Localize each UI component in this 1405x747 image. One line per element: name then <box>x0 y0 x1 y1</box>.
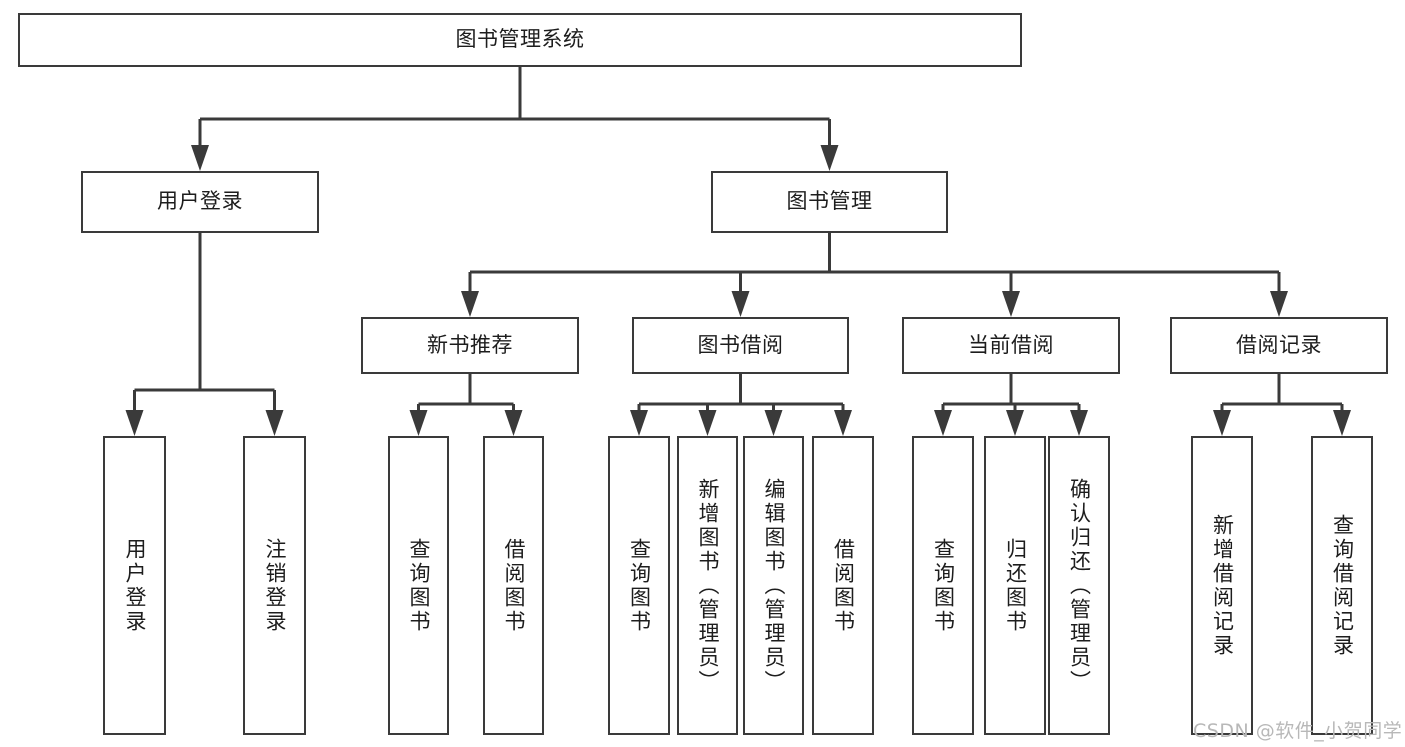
arrow-head-icon <box>409 410 428 436</box>
node-label-leaf-user-login: 用户登录 <box>123 537 147 634</box>
node-label-leaf-return-book: 归还图书 <box>1003 537 1028 634</box>
node-label-leaf-add-book: 新增图书（管理员） <box>696 477 720 694</box>
node-label-leaf-query-book-1: 查询图书 <box>407 537 431 634</box>
node-leaf-add-book[interactable]: 新增图书（管理员） <box>677 436 738 735</box>
node-leaf-user-login[interactable]: 用户登录 <box>103 436 166 735</box>
node-leaf-query-book-3[interactable]: 查询图书 <box>912 436 974 735</box>
node-label-book-borrow: 图书借阅 <box>697 332 784 357</box>
node-label-leaf-add-record: 新增借阅记录 <box>1210 513 1235 658</box>
node-current-borrow[interactable]: 当前借阅 <box>902 317 1120 374</box>
node-label-user-login: 用户登录 <box>157 189 243 214</box>
node-label-new-book-rec: 新书推荐 <box>427 332 513 357</box>
node-label-leaf-query-record: 查询借阅记录 <box>1330 513 1355 658</box>
node-label-leaf-borrow-book-1: 借阅图书 <box>502 537 526 634</box>
arrow-head-icon <box>731 291 750 317</box>
arrow-head-icon <box>1333 410 1351 436</box>
arrow-head-icon <box>504 410 523 436</box>
node-book-manage[interactable]: 图书管理 <box>711 171 948 233</box>
arrow-head-icon <box>820 145 839 171</box>
node-label-current-borrow: 当前借阅 <box>968 332 1054 357</box>
arrow-head-icon <box>1070 410 1088 436</box>
node-label-leaf-confirm-return: 确认归还（管理员） <box>1067 477 1092 694</box>
node-new-book-rec[interactable]: 新书推荐 <box>361 317 579 374</box>
node-label-leaf-edit-book: 编辑图书（管理员） <box>762 477 786 694</box>
node-label-leaf-logout: 注销登录 <box>263 537 287 634</box>
arrow-head-icon <box>934 410 952 436</box>
node-leaf-return-book[interactable]: 归还图书 <box>984 436 1046 735</box>
arrow-head-icon <box>125 410 144 436</box>
arrow-head-icon <box>630 410 648 436</box>
arrow-head-icon <box>1002 291 1020 317</box>
arrow-head-icon <box>265 410 284 436</box>
arrow-head-icon <box>1270 291 1288 317</box>
node-leaf-query-book-2[interactable]: 查询图书 <box>608 436 670 735</box>
node-leaf-query-record[interactable]: 查询借阅记录 <box>1311 436 1373 735</box>
node-root[interactable]: 图书管理系统 <box>18 13 1022 67</box>
node-label-leaf-query-book-2: 查询图书 <box>627 537 652 634</box>
node-leaf-query-book-1[interactable]: 查询图书 <box>388 436 449 735</box>
node-leaf-logout[interactable]: 注销登录 <box>243 436 306 735</box>
node-leaf-edit-book[interactable]: 编辑图书（管理员） <box>743 436 804 735</box>
node-user-login[interactable]: 用户登录 <box>81 171 319 233</box>
arrow-head-icon <box>834 410 852 436</box>
node-book-borrow[interactable]: 图书借阅 <box>632 317 849 374</box>
node-label-leaf-query-book-3: 查询图书 <box>931 537 956 634</box>
node-leaf-borrow-book-1[interactable]: 借阅图书 <box>483 436 544 735</box>
arrow-head-icon <box>461 291 479 317</box>
node-label-leaf-borrow-book-2: 借阅图书 <box>831 537 856 634</box>
node-label-root: 图书管理系统 <box>455 27 585 52</box>
arrow-head-icon <box>1006 410 1024 436</box>
node-label-borrow-record: 借阅记录 <box>1236 332 1322 357</box>
node-label-book-manage: 图书管理 <box>786 189 873 214</box>
arrow-head-icon <box>698 410 717 436</box>
node-leaf-add-record[interactable]: 新增借阅记录 <box>1191 436 1253 735</box>
arrow-head-icon <box>764 410 783 436</box>
arrow-head-icon <box>1213 410 1231 436</box>
arrow-head-icon <box>191 145 209 171</box>
node-borrow-record[interactable]: 借阅记录 <box>1170 317 1388 374</box>
node-leaf-borrow-book-2[interactable]: 借阅图书 <box>812 436 874 735</box>
node-leaf-confirm-return[interactable]: 确认归还（管理员） <box>1048 436 1110 735</box>
